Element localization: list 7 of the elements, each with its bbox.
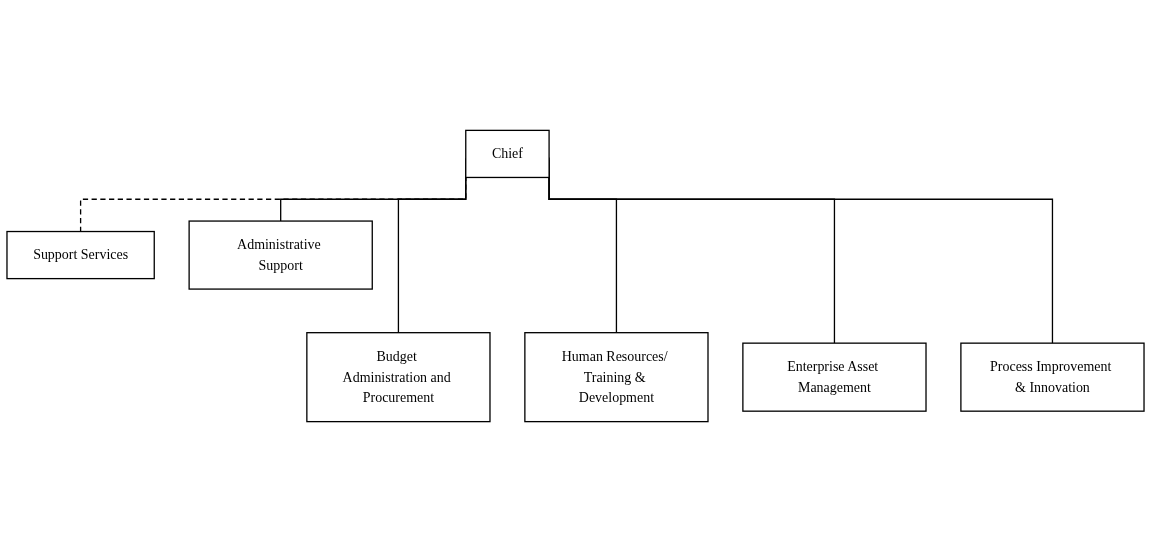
node-box: Process Improvement & Innovation [960,342,1145,412]
node-box: Human Resources/ Training & Development [524,332,709,423]
node-box: Enterprise Asset Management [742,342,927,412]
node-box: Budget Administration and Procurement [306,332,491,423]
node-box: Chief [465,129,550,179]
node-box: Administrative Support [188,220,373,290]
node-box: Support Services [6,230,155,280]
